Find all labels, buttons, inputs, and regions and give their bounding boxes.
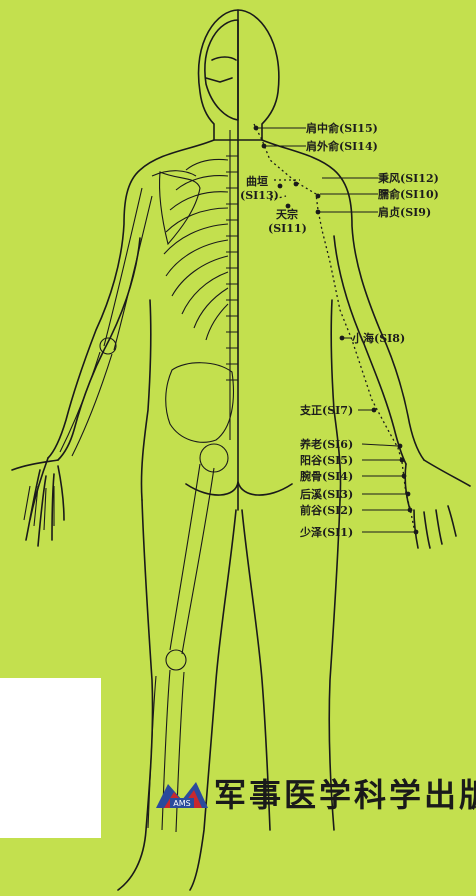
label-si15: 肩中俞(SI15)	[306, 122, 378, 135]
label-si7: 支正(SI7)	[300, 404, 353, 417]
svg-text:AMS: AMS	[173, 799, 190, 808]
label-si3: 后溪(SI3)	[300, 488, 353, 501]
label-si8: 小海(SI8)	[352, 332, 405, 345]
scapula-outline	[159, 172, 200, 244]
label-si9: 肩贞(SI9)	[378, 206, 431, 219]
label-si1: 少泽(SI1)	[300, 526, 353, 539]
right-hand-outline	[405, 460, 470, 548]
label-si13-code: (SI13)	[240, 189, 279, 202]
pelvis-outline	[166, 363, 234, 443]
label-si5: 阳谷(SI5)	[300, 454, 353, 467]
label-si13-name: 曲垣	[246, 175, 268, 188]
white-label-box	[0, 678, 101, 838]
label-si14: 肩外俞(SI14)	[306, 140, 378, 153]
label-si12: 秉风(SI12)	[378, 172, 439, 185]
skull-outline	[205, 20, 238, 120]
publisher-name: 军事医学科学出版	[214, 775, 476, 815]
label-si4: 腕骨(SI4)	[300, 470, 353, 483]
label-si6: 养老(SI6)	[300, 438, 353, 451]
label-si2: 前谷(SI2)	[300, 504, 353, 517]
label-si11-code: (SI11)	[268, 222, 307, 235]
left-leg-outline	[118, 500, 153, 890]
publisher-logo: AMS	[154, 778, 210, 812]
left-hand-outline	[12, 458, 64, 546]
label-si10: 臑俞(SI10)	[378, 188, 439, 201]
torso-outline	[48, 140, 214, 458]
label-si11-name: 天宗	[276, 208, 298, 221]
